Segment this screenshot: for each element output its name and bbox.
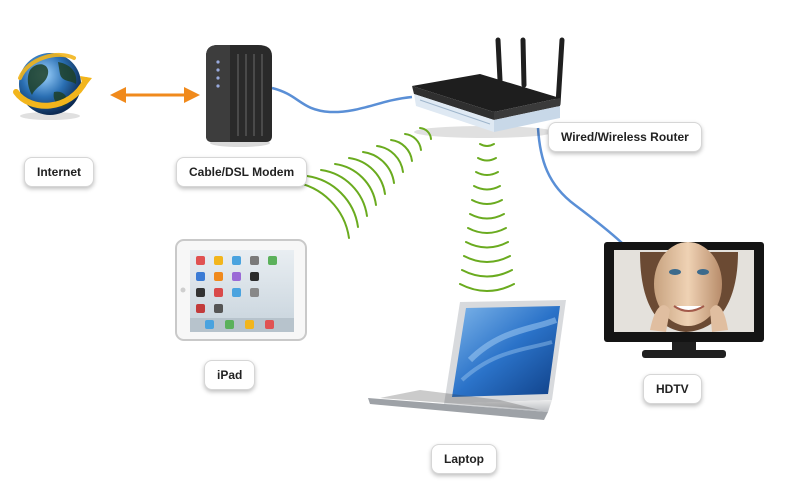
wifi-signal-ipad xyxy=(292,127,432,239)
globe-icon xyxy=(13,52,92,120)
modem-router-cable xyxy=(271,86,413,114)
wifi-signal-laptop xyxy=(459,143,515,292)
modem-icon xyxy=(206,45,272,147)
internet-label: Internet xyxy=(24,157,95,187)
laptop-icon xyxy=(368,300,566,420)
modem-label: Cable/DSL Modem xyxy=(176,157,308,187)
router-label: Wired/Wireless Router xyxy=(548,122,702,152)
bidirectional-arrow-icon xyxy=(110,87,200,103)
ipad-label: iPad xyxy=(204,360,256,390)
laptop-label: Laptop xyxy=(431,444,497,474)
tv-icon xyxy=(604,242,764,358)
tablet-icon xyxy=(175,239,307,341)
router-tv-cable xyxy=(536,127,623,244)
router-icon xyxy=(412,37,565,138)
hdtv-label: HDTV xyxy=(643,374,702,404)
